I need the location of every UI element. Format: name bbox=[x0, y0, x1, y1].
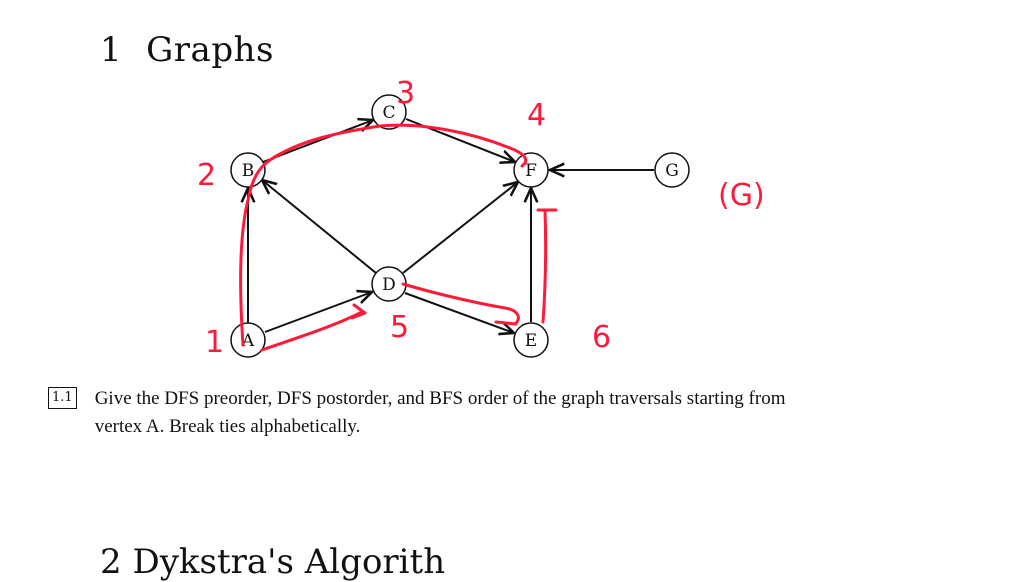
next-section-heading: 2 Dykstra's Algorith bbox=[100, 542, 446, 582]
section-number: 1 bbox=[100, 30, 123, 70]
annotation-1: 1 bbox=[205, 325, 224, 360]
annotation-6: 6 bbox=[592, 320, 611, 355]
graph-diagram: B C F G D A E 1 2 3 4 5 6 (G) bbox=[197, 76, 765, 360]
node-label-f: F bbox=[525, 161, 537, 181]
node-label-e: E bbox=[525, 331, 537, 351]
node-c: C bbox=[371, 94, 407, 130]
problem-text: Give the DFS preorder, DFS postorder, an… bbox=[94, 388, 786, 437]
traversal-stroke-a-d bbox=[260, 303, 367, 352]
node-label-g: G bbox=[665, 161, 679, 181]
annotation-5: 5 bbox=[390, 310, 409, 345]
annotation-4: 4 bbox=[527, 98, 546, 133]
node-g: G bbox=[654, 152, 690, 188]
node-b: B bbox=[230, 152, 266, 188]
node-a: A bbox=[230, 322, 266, 358]
problem-1-1: 1.1 Give the DFS preorder, DFS postorder… bbox=[48, 385, 848, 441]
handwritten-annotations bbox=[239, 123, 558, 352]
node-d: D bbox=[371, 266, 407, 302]
node-label-c: C bbox=[382, 103, 395, 123]
node-label-a: A bbox=[241, 331, 255, 351]
edge-d-e bbox=[404, 292, 514, 333]
edge-d-b bbox=[262, 180, 377, 274]
edge-b-c bbox=[262, 120, 373, 163]
node-label-d: D bbox=[382, 275, 396, 295]
edge-a-d bbox=[264, 292, 372, 333]
node-f: F bbox=[513, 152, 549, 188]
annotation-2: 2 bbox=[197, 158, 216, 193]
traversal-stroke-e-f bbox=[536, 208, 558, 324]
annotation-3: 3 bbox=[396, 76, 415, 111]
node-label-b: B bbox=[242, 161, 255, 181]
traversal-stroke-d-e bbox=[401, 282, 520, 326]
annotation-g-unvisited: (G) bbox=[718, 178, 765, 213]
problem-number: 1.1 bbox=[48, 387, 77, 409]
section-title: Graphs bbox=[146, 30, 274, 70]
section-heading: 1 Graphs bbox=[100, 30, 274, 70]
edge-d-f bbox=[402, 182, 518, 274]
traversal-stroke-a-b-c-f bbox=[239, 123, 528, 347]
node-e: E bbox=[513, 322, 549, 358]
